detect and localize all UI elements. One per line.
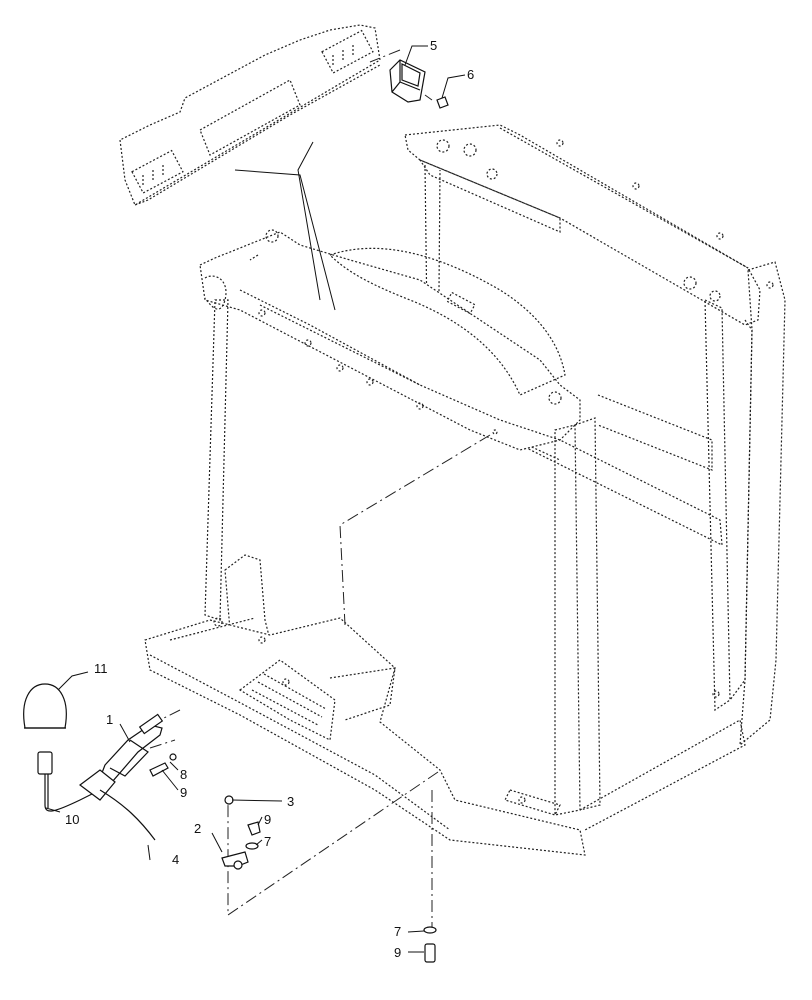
callout-7-mid: 7: [264, 834, 271, 849]
part-7-washer-lower: [423, 926, 437, 934]
callout-9-lower: 9: [394, 945, 401, 960]
leader-roof-b: [297, 141, 321, 301]
callout-10: 10: [65, 812, 79, 827]
part-9-bolt-mid: [247, 821, 261, 836]
callout-2: 2: [194, 821, 201, 836]
part-2-clamp: [221, 851, 249, 870]
callout-4: 4: [172, 852, 179, 867]
assembly-lines: [149, 49, 491, 930]
callout-11: 11: [94, 661, 108, 676]
callout-8: 8: [180, 767, 187, 782]
callout-9-upper: 9: [180, 785, 187, 800]
callout-7-lower: 7: [394, 924, 401, 939]
callout-1: 1: [106, 712, 113, 727]
part-7-washer-mid: [245, 842, 259, 850]
leader-roof-a: [234, 169, 336, 311]
part-6-clip: [436, 96, 449, 109]
part-5-switch: [389, 59, 426, 103]
part-10-socket-harness: [37, 751, 156, 841]
part-11-beacon-dome: [23, 683, 67, 729]
overhead-console: [119, 24, 381, 206]
part-8-9-bolts-upper: [149, 753, 177, 777]
cab-frame: [144, 124, 786, 856]
part-9-bolt-lower: [424, 943, 436, 963]
part-3-nut: [224, 795, 234, 805]
callout-3: 3: [287, 794, 294, 809]
callout-leaders: [45, 45, 466, 953]
callout-5: 5: [430, 38, 437, 53]
callouts: 5 6 11 1 8 9 10 4 3 2 9 7 7 9: [65, 38, 474, 960]
callout-6: 6: [467, 67, 474, 82]
callout-9-mid: 9: [264, 812, 271, 827]
